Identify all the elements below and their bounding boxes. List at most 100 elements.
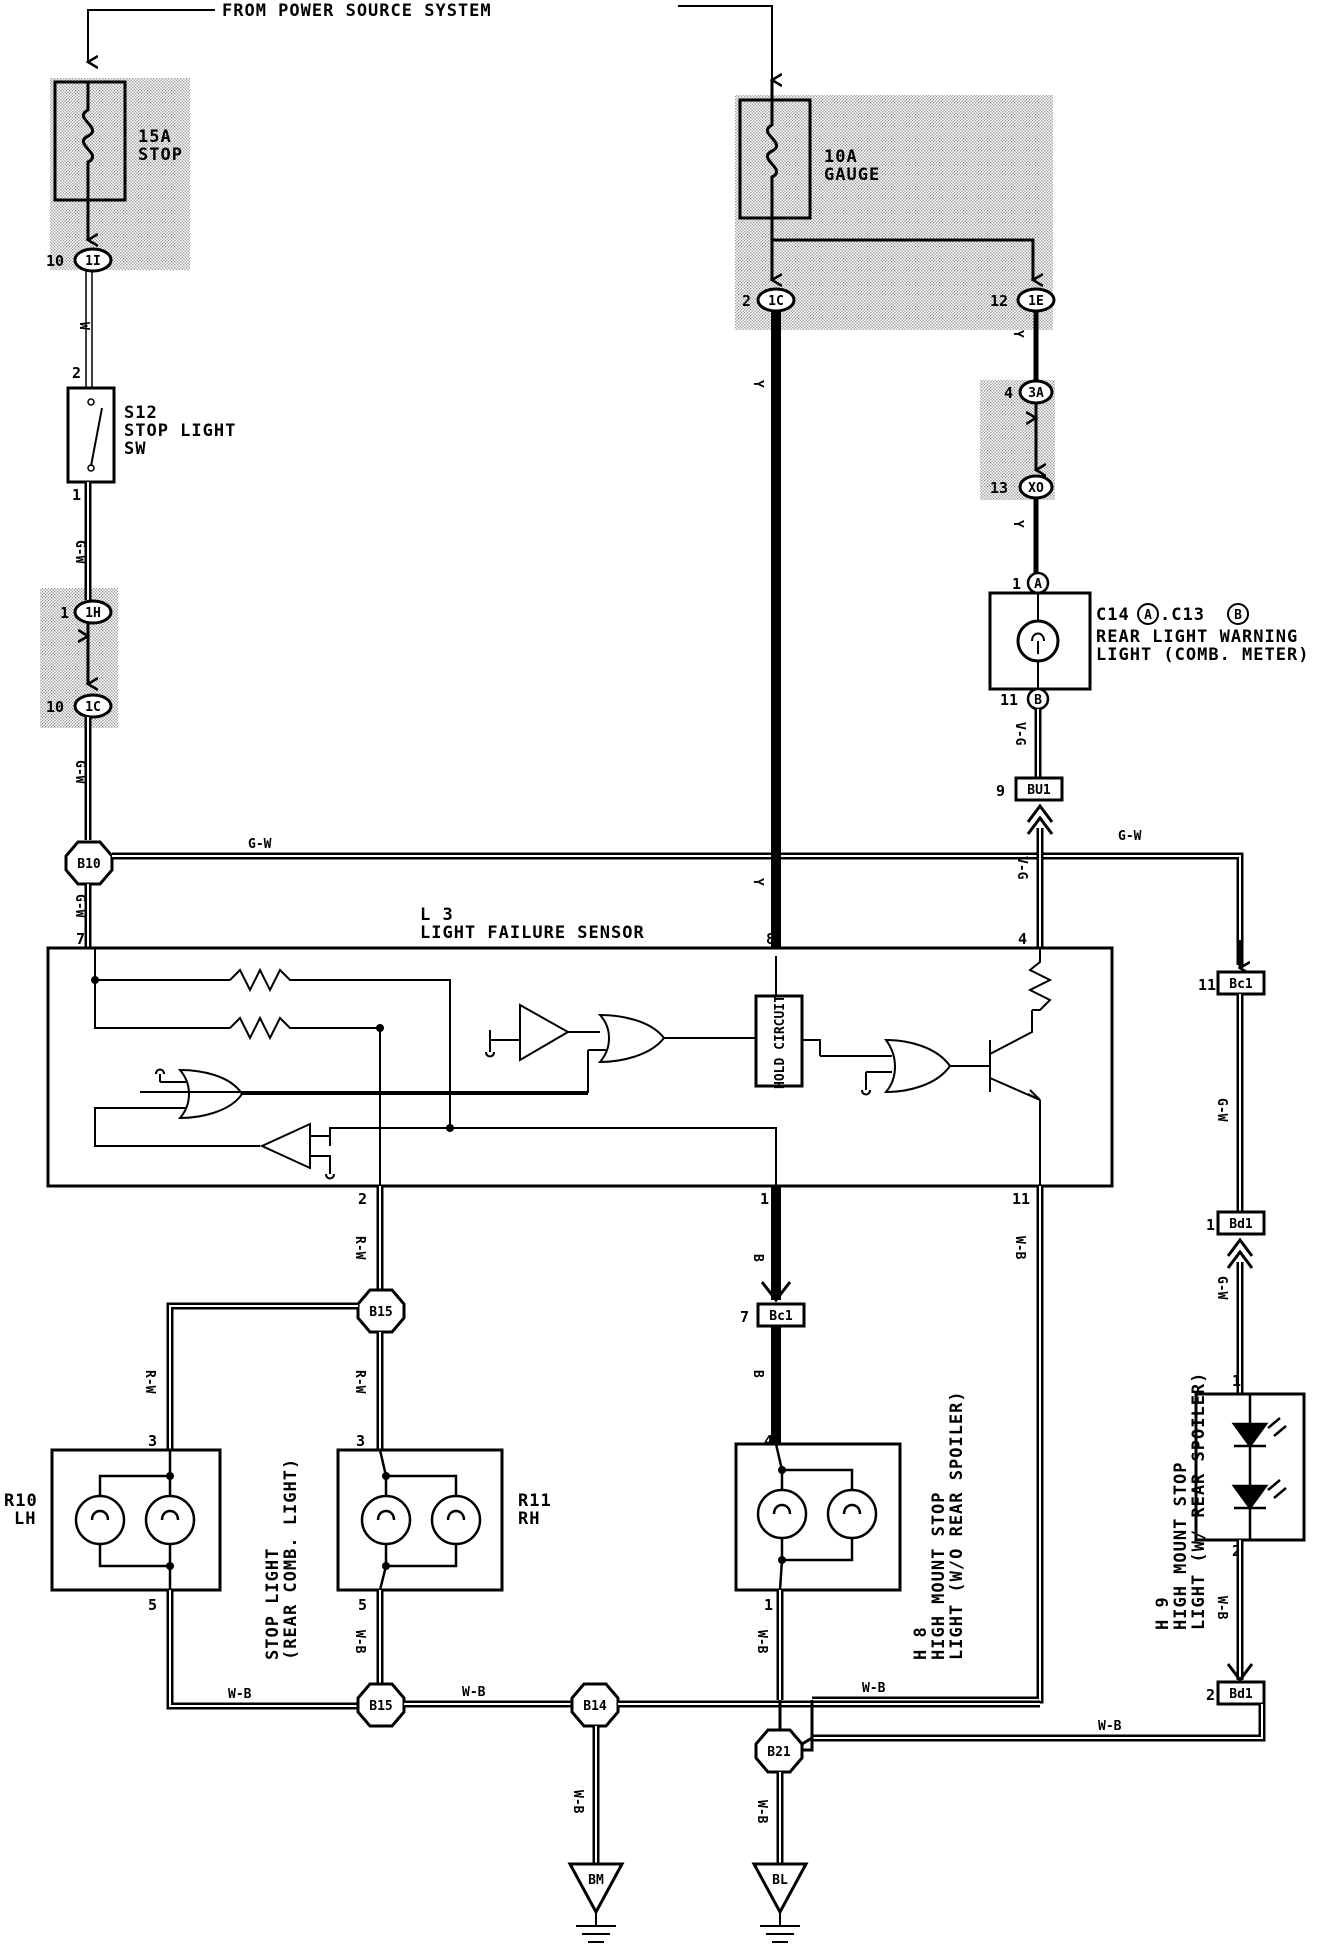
junction-1i [73,247,113,273]
wire-wb-bd1-to-b21 [812,1704,1266,1742]
junction-1c-left [73,693,113,719]
junction-3a-label: 3A [1028,386,1044,401]
junction-1h-label: 1H [85,606,101,621]
l3-name: LIGHT FAILURE SENSOR [420,923,645,943]
wire-label-gw-4: G-W [1118,829,1142,844]
r10-id: R10 [4,1491,38,1511]
wire-label-rw-1: R-W [352,1236,367,1260]
stop-light-label-1: STOP LIGHT [263,1548,283,1660]
pin-r11-5: 5 [358,1596,367,1614]
h9-id: H 9 [1153,1596,1173,1630]
l3-internal-circuit [91,948,1053,1186]
connector-bu1-label: BU1 [1027,783,1051,798]
h8-line1: HIGH MOUNT STOP [929,1491,949,1660]
wire-label-wb-10: W-B [754,1800,769,1824]
wire-label-vg-1: V-G [1012,722,1027,746]
connector-bc1-mid-label: Bc1 [769,1309,793,1324]
c14-pin-b-mark: B [1034,693,1042,708]
double-bulb-icon-h8 [756,1443,878,1591]
ground-bl-label: BL [772,1873,788,1888]
power-source-label: FROM POWER SOURCE SYSTEM [222,1,492,21]
s12-line1: STOP LIGHT [124,421,236,441]
splice-b14-label: B14 [583,1699,607,1714]
wire-label-wb-5: W-B [228,1687,252,1702]
fuse-gauge-element [765,80,779,218]
connector-bu1 [1014,776,1064,802]
wire-label-wb-8: W-B [570,1790,585,1814]
wire-label-rw-3: R-W [352,1370,367,1394]
double-bulb-icon-r11 [360,1449,482,1591]
splice-b10-label: B10 [77,857,101,872]
c14-line2: LIGHT (COMB. METER) [1096,645,1309,665]
connector-bd1-bottom-label: Bd1 [1229,1687,1253,1702]
wire-label-w: W [76,322,91,330]
fuse-stop-element [81,82,95,200]
pin-bc1-mid: 7 [740,1308,749,1326]
wire-gauge-to-1e [772,238,1033,280]
ground-bl [751,1862,809,1916]
pin-3a: 4 [1004,384,1013,402]
wire-label-gw-2: G-W [72,760,87,784]
light-failure-sensor [46,946,1114,1188]
ground-symbol-bm [576,1912,616,1943]
wire-label-wb-7: W-B [462,1685,486,1700]
junction-1h [73,599,113,625]
wire-label-gw-7: G-W [1214,1276,1229,1300]
shaded-junction-block-left [50,78,190,270]
c13-id: .C13 [1160,605,1205,625]
wire-label-gw-3: G-W [248,837,272,852]
connector-bd1-right-label: Bd1 [1229,1217,1253,1232]
wire-label-gw-6: G-W [1214,1098,1229,1122]
r11-id: R11 [518,1491,552,1511]
l3-id: L 3 [420,905,454,925]
pin-h9-1: 1 [1232,1372,1241,1390]
fuse-gauge [738,98,812,220]
pin-c14-b: 11 [1000,691,1018,709]
pin-l3-8: 8 [766,930,775,948]
splice-b21 [754,1728,804,1774]
wire-label-rw-2: R-W [142,1370,157,1394]
rear-light-warning-light [988,591,1092,691]
pin-bd1-right: 1 [1206,1216,1215,1234]
connector-bc1-right-label: Bc1 [1229,977,1253,992]
wire-label-vg-2: V-G [1014,856,1029,880]
c14-label-mark-b [1227,603,1249,625]
wire-label-b-2: B [750,1370,765,1378]
junction-xo-label: XO [1028,481,1044,496]
connector-bd1-right [1216,1210,1266,1236]
s12-line2: SW [124,439,146,459]
wire-label-wb-9: W-B [754,1630,769,1654]
c14-label-mark-a [1137,603,1159,625]
wire-label-y-4: Y [1010,520,1025,528]
pin-1i: 10 [46,252,64,270]
pin-1e: 12 [990,292,1008,310]
c14-label-b: B [1234,608,1242,623]
junction-1e-label: 1E [1028,294,1044,309]
pin-1c-left: 10 [46,698,64,716]
c14-label-a: A [1144,608,1152,623]
high-mount-stop-light-h8 [734,1442,902,1592]
s12-id: S12 [124,403,158,423]
pin-c14-a: 1 [1012,575,1021,593]
r10-side: LH [14,1509,36,1529]
ground-bm-label: BM [588,1873,604,1888]
pin-s12-top: 2 [72,364,81,382]
wire-label-y-2: Y [750,878,765,886]
pin-bc1-right: 11 [1198,976,1216,994]
h9-line1: HIGH MOUNT STOP [1171,1461,1191,1630]
splice-b15-bottom-label: B15 [369,1699,392,1714]
pin-l3-11: 11 [1012,1190,1030,1208]
led-icon [1231,1394,1287,1540]
pin-r10-5: 5 [148,1596,157,1614]
fuse-stop-name: STOP [138,145,183,165]
splice-b15-bottom [356,1682,406,1728]
pin-r10-3: 3 [148,1432,157,1450]
h8-line2: LIGHT (W/O REAR SPOILER) [947,1390,967,1660]
splice-b21-label: B21 [767,1745,791,1760]
pin-1h: 1 [60,604,69,622]
junction-1c-left-label: 1C [85,700,101,715]
pin-l3-7: 7 [76,930,85,948]
wire-label-wb-3: W-B [1214,1596,1229,1620]
wire-w-1i-to-s12 [85,271,93,388]
wire-label-b-1: B [750,1254,765,1262]
